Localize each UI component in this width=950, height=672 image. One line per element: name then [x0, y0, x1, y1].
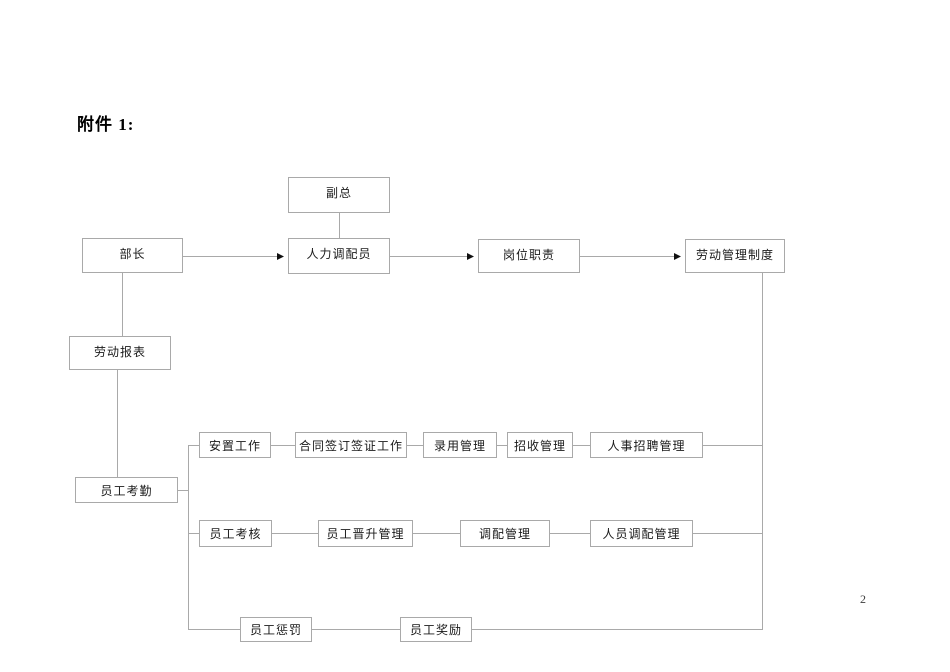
node-personnel-deployment-management: 人员调配管理: [590, 520, 693, 547]
page-number: 2: [860, 592, 866, 606]
node-hr-recruiting-management: 人事招聘管理: [590, 432, 703, 458]
node-promotion-management: 员工晋升管理: [318, 520, 413, 547]
node-vice-general-manager: 副总: [288, 177, 390, 213]
node-hr-dispatcher: 人力调配员: [288, 238, 390, 274]
node-hiring-management: 录用管理: [423, 432, 497, 458]
node-recruit-management: 招收管理: [507, 432, 573, 458]
node-labor-management-system: 劳动管理制度: [685, 239, 785, 273]
node-employee-punishment: 员工惩罚: [240, 617, 312, 642]
page-title: 附件 1:: [77, 115, 135, 134]
node-minister: 部长: [82, 238, 183, 273]
node-employee-attendance: 员工考勤: [75, 477, 178, 503]
node-contract-visa-work: 合同签订签证工作: [295, 432, 407, 458]
node-deployment-management: 调配管理: [460, 520, 550, 547]
node-placement-work: 安置工作: [199, 432, 271, 458]
node-job-duties: 岗位职责: [478, 239, 580, 273]
node-labor-report: 劳动报表: [69, 336, 171, 370]
connector-lines: [117, 213, 763, 630]
node-employee-reward: 员工奖励: [400, 617, 472, 642]
node-employee-assessment: 员工考核: [199, 520, 272, 547]
